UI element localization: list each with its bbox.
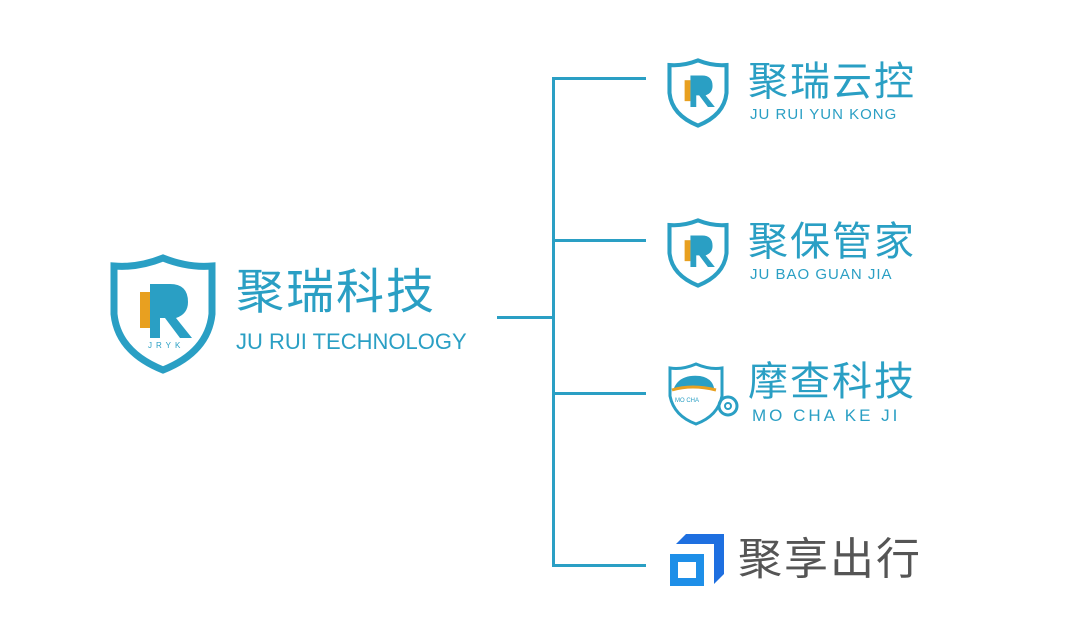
child-4-title-cn: 聚享出行 xyxy=(738,534,922,585)
child-3-motorcycle-shield-logo: MO CHA xyxy=(668,362,739,426)
child-1-title-en: JU RUI YUN KONG xyxy=(750,106,898,123)
child-3-title-en: MO CHA KE JI xyxy=(752,406,901,425)
root-title-cn: 聚瑞科技 xyxy=(236,264,437,320)
connector-branch-1 xyxy=(552,77,646,80)
child-3-title-cn: 摩查科技 xyxy=(748,359,916,405)
connector-trunk xyxy=(552,77,555,567)
connector-branch-4 xyxy=(552,564,646,567)
connector-branch-3 xyxy=(552,392,646,395)
child-2-title-cn: 聚保管家 xyxy=(748,219,916,265)
root-title-en: JU RUI TECHNOLOGY xyxy=(236,329,467,354)
connector-branch-2 xyxy=(552,239,646,242)
child-1-title-cn: 聚瑞云控 xyxy=(748,59,916,105)
svg-text:MO CHA: MO CHA xyxy=(675,398,699,404)
svg-text:JRYK: JRYK xyxy=(148,341,184,350)
connector-root xyxy=(497,316,554,319)
child-1-shield-logo xyxy=(667,58,729,128)
child-2-shield-logo xyxy=(667,218,729,288)
child-4-cube-logo xyxy=(670,534,724,586)
child-2-title-en: JU BAO GUAN JIA xyxy=(750,266,893,283)
root-shield-logo: JRYK xyxy=(110,254,216,374)
